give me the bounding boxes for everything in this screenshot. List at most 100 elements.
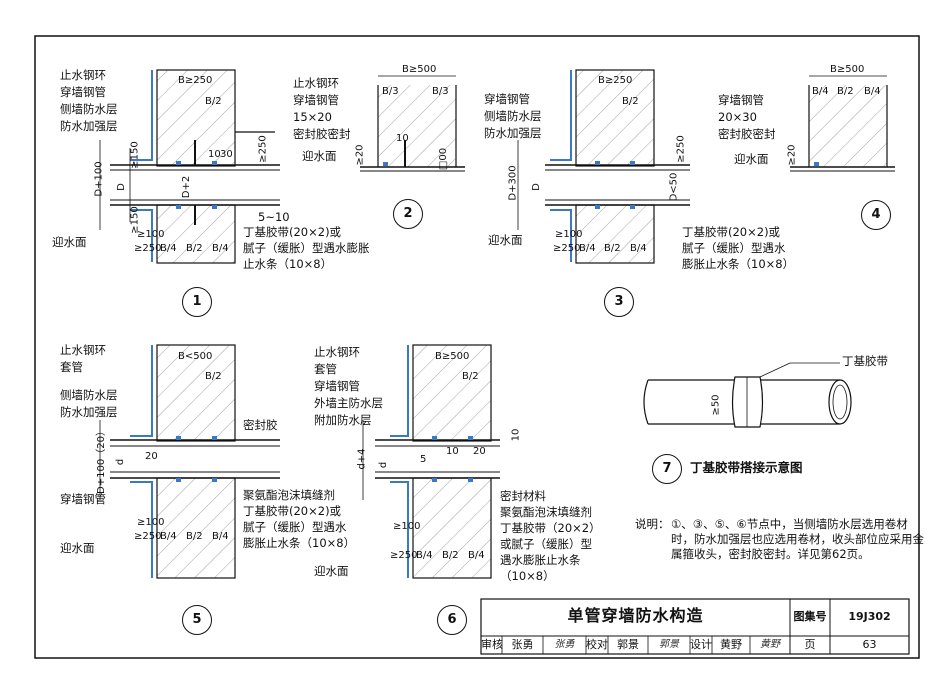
d6-strip-note-5: 遇水膨胀止水条: [500, 553, 581, 567]
d1-strip-note-1: 丁基胶带(20×2)或: [243, 225, 342, 239]
d2-label-1: 止水钢环: [293, 76, 339, 90]
reviewer-name: 张勇: [511, 638, 534, 651]
d4-label-2: 20×30: [718, 110, 757, 124]
d6-strip-note-3: 丁基胶带（20×2）: [500, 521, 601, 535]
d6-water-face: 迎水面: [314, 564, 349, 578]
d6-label-1: 止水钢环: [314, 345, 360, 359]
d4-label-3: 密封胶密封: [718, 127, 776, 141]
d5-dim-twenty: 20: [145, 451, 158, 462]
d4-dim-b4a: B/4: [812, 86, 829, 97]
d5-strip-note-3: 腻子（缓胀）型遇水: [243, 520, 347, 534]
detail-3-drawing: [517, 69, 690, 264]
detail-6-drawing: [362, 344, 500, 579]
detail-4-drawing: [790, 75, 895, 172]
title-block-grid: [480, 598, 910, 655]
d6-dim-gt100: ≥100: [393, 521, 421, 532]
d5-strip-note-1: 聚氨酯泡沫填缝剂: [243, 488, 335, 502]
detail-1-drawing: [99, 69, 280, 264]
d1-label-2: 穿墙钢管: [60, 85, 106, 99]
d6-dim-d4: d+4: [356, 448, 368, 470]
d2-dim-ten: 10: [396, 133, 409, 144]
title-block: 单管穿墙防水构造 图集号 19J302 审核 张勇 张勇 校对 郭景 郭景 设计…: [481, 599, 909, 654]
designer-signature: 黄野: [760, 639, 780, 650]
d1-dim-d100: D+100: [93, 161, 105, 197]
d5-dim-d100: D+100（20）: [95, 426, 107, 494]
d4-dim-b2: B/2: [837, 86, 854, 97]
detail-2-drawing: [360, 75, 465, 172]
review-label: 审核: [481, 638, 503, 651]
d3-label-3: 防水加强层: [484, 126, 542, 140]
detail-5-number: 5: [182, 605, 212, 635]
d5-label-top-2: 套管: [60, 360, 83, 374]
sheet-frame: [34, 35, 920, 659]
d5-dim-gt250: ≥250: [134, 531, 162, 542]
d2-label-3: 15×20: [293, 110, 332, 124]
d6-strip-note-6: （10×8）: [500, 569, 555, 583]
d6-label-3: 穿墙钢管: [314, 379, 360, 393]
d5-label-seal: 密封胶: [243, 418, 278, 432]
d3-label-2: 侧墙防水层: [484, 109, 542, 123]
d5-dim-b4: B/4: [160, 531, 177, 542]
d5-label-top-1: 止水钢环: [60, 343, 106, 357]
d3-strip-note-3: 膨胀止水条（10×8）: [682, 257, 795, 271]
design-label: 设计: [690, 638, 712, 651]
reviewer-signature: 张勇: [554, 639, 575, 650]
d6-dim-ten: 10: [446, 446, 459, 457]
d6-dim-b: B≥500: [435, 351, 470, 362]
d1-dim-b2b: B/2: [186, 243, 203, 254]
d5-dim-b2: B/2: [205, 371, 222, 382]
d1-dim-b4: B/4: [160, 243, 177, 254]
d1-dim-thirty: 30: [220, 149, 233, 160]
page-label: 页: [804, 638, 816, 651]
d2-dim-sq: □00: [438, 147, 450, 171]
d1-dim-gt250: ≥250: [257, 135, 269, 163]
d3-water-face: 迎水面: [488, 233, 523, 247]
d1-dim-gt250b: ≥250: [134, 243, 162, 254]
atlas-label: 图集号: [793, 610, 827, 623]
detail-3-number: 3: [604, 287, 634, 317]
atlas-number: 19J302: [848, 610, 891, 623]
d1-dim-b2: B/2: [205, 96, 222, 107]
d2-dim-b: B≥500: [402, 64, 437, 75]
checker-signature: 郭景: [659, 639, 679, 650]
d1-water-face: 迎水面: [52, 235, 87, 249]
d6-label-5: 附加防水层: [314, 413, 372, 427]
d3-dim-d: D: [530, 183, 542, 191]
d6-dim-twenty: 20: [473, 446, 486, 457]
d3-dim-b4: B/4: [579, 243, 596, 254]
d1-dim-gt150a: ≥150: [129, 141, 141, 169]
d6-dim-gt250: ≥250: [390, 550, 418, 561]
d3-dim-b2b: B/2: [604, 243, 621, 254]
d1-label-4: 防水加强层: [60, 119, 118, 133]
d7-dim: ≥50: [710, 394, 722, 416]
d3-dim-gt250b: ≥250: [553, 243, 581, 254]
d5-dim-d: d: [115, 458, 127, 466]
detail-7-number: 7: [652, 454, 682, 484]
d2-dim-b3b: B/3: [432, 86, 449, 97]
drawing-title: 单管穿墙防水构造: [567, 606, 704, 625]
d5-label-mid-1: 侧墙防水层: [60, 388, 118, 402]
d7-caption: 丁基胶带搭接示意图: [690, 460, 803, 475]
d6-strip-note-1: 密封材料: [500, 489, 546, 503]
d2-label-4: 密封胶密封: [293, 127, 351, 141]
check-label: 校对: [586, 638, 608, 651]
d1-dim-ten: 10: [208, 149, 221, 160]
designer-name: 黄野: [720, 638, 742, 651]
d1-dim-b4b: B/4: [212, 243, 229, 254]
d5-dim-b4b: B/4: [212, 531, 229, 542]
d6-dim-b4: B/4: [416, 550, 433, 561]
d5-water-face: 迎水面: [60, 541, 95, 555]
d3-dim-b: B≥250: [598, 75, 633, 86]
d5-dim-b: B<500: [178, 351, 213, 362]
d2-dim-gt20: ≥20: [354, 144, 366, 166]
d6-dim-d: d: [378, 461, 390, 469]
d1-dim-d2: D+2: [181, 175, 193, 199]
d1-dim-d: D: [115, 183, 127, 191]
d6-strip-note-2: 聚氨酯泡沫填缝剂: [500, 505, 592, 519]
d6-dim-b4b: B/4: [468, 550, 485, 561]
d3-dim-d300: D+300: [507, 165, 519, 201]
d4-dim-gt20: ≥20: [786, 144, 798, 166]
d1-strip-note-3: 止水条（10×8）: [243, 257, 333, 271]
